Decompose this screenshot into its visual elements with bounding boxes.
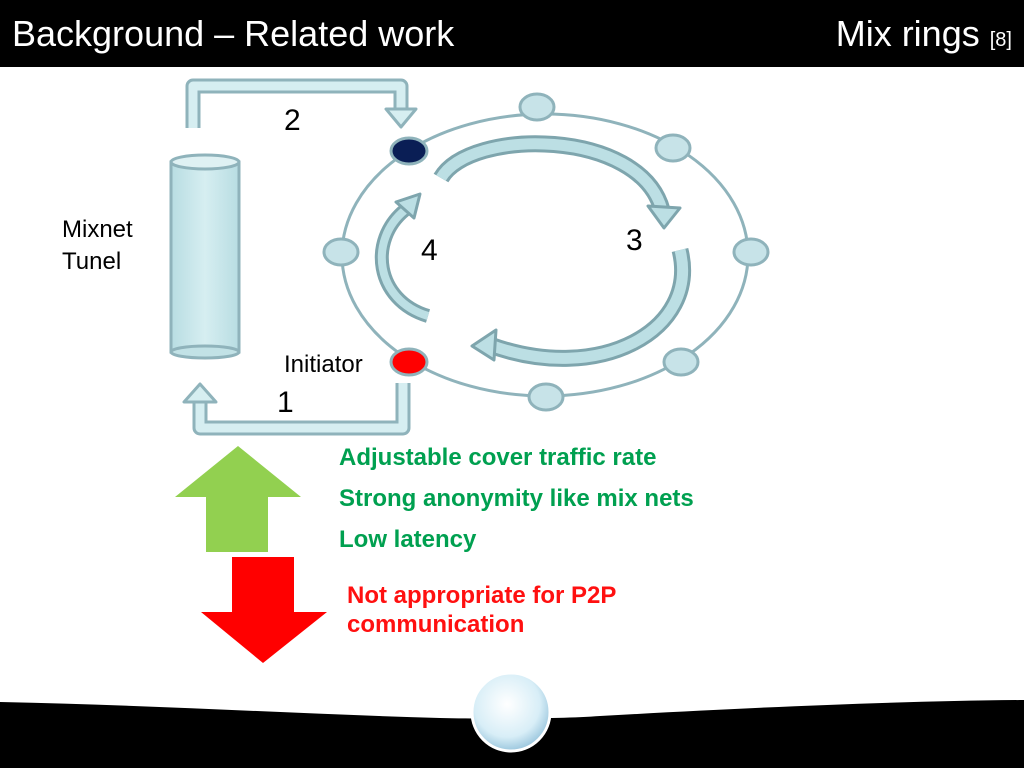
step4-arrow [374,192,431,323]
mixnet-tunnel-label: Mixnet Tunel [62,216,133,275]
step-4-label: 4 [421,234,438,267]
initiator-node [389,347,429,377]
down-arrow-icon [201,557,327,663]
navigation-orb-icon[interactable] [470,671,552,753]
ring-node [518,92,556,122]
ring-node [732,237,770,267]
step3-arrow-bottom [470,247,691,367]
entry-node [389,136,429,166]
step-3-label: 3 [626,224,643,257]
step-2-label: 2 [284,104,301,137]
subtitle-text: Mix rings [835,13,980,54]
title-bar: Background – Related work Mix rings [8] [0,0,1024,67]
con-item: Not appropriate for P2P communication [347,582,616,638]
ring-node [654,133,692,163]
pro-item: Low latency [339,526,477,553]
mixnet-tunnel-cylinder [169,153,241,360]
ring-nodes [322,92,770,412]
ring-node [527,382,565,412]
slide-title: Background – Related work [12,13,455,54]
ring-node [322,237,360,267]
step1-arrow [182,382,411,436]
step2-arrow [185,78,418,129]
pro-item: Adjustable cover traffic rate [339,444,657,471]
slide-subtitle: Mix rings [8] [836,16,1012,52]
pro-item: Strong anonymity like mix nets [339,485,694,512]
ring-node [662,347,700,377]
citation-ref: [8] [989,29,1012,51]
initiator-label: Initiator [284,351,363,378]
up-arrow-icon [175,446,301,552]
step3-arrow-top [433,135,682,230]
step-1-label: 1 [277,386,294,419]
